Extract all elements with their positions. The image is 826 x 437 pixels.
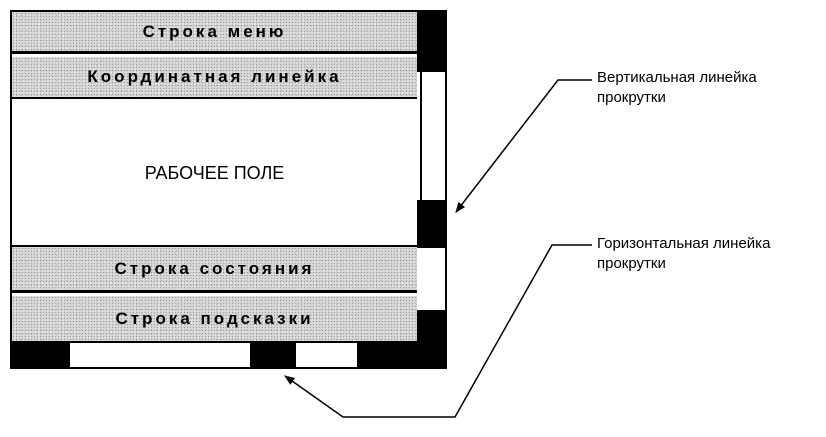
vertical-scroll-callout: Вертикальная линейка прокрутки: [597, 68, 757, 108]
vertical-scroll-arrow: [455, 79, 592, 213]
vertical-scroll-down-block[interactable]: [417, 310, 445, 341]
vertical-scroll-track-lower[interactable]: [420, 248, 442, 310]
vertical-scroll-up-block[interactable]: [417, 12, 445, 72]
coordinate-ruler: Координатная линейка: [12, 57, 417, 99]
workspace[interactable]: РАБОЧЕЕ ПОЛЕ: [12, 101, 417, 247]
window-frame: Строка меню Координатная линейка РАБОЧЕЕ…: [10, 10, 447, 369]
menu-bar-label: Строка меню: [142, 21, 287, 41]
workspace-label: РАБОЧЕЕ ПОЛЕ: [144, 162, 285, 183]
horizontal-scroll-thumb[interactable]: [250, 343, 296, 367]
horizontal-scroll-right-block[interactable]: [357, 343, 445, 367]
status-bar: Строка состояния: [12, 247, 417, 293]
vertical-scrollbar[interactable]: [417, 12, 445, 341]
horizontal-scroll-callout: Горизонтальная линейка прокрутки: [597, 234, 770, 274]
vertical-scroll-thumb[interactable]: [417, 200, 445, 248]
horizontal-scroll-callout-line2: прокрутки: [597, 255, 666, 272]
hint-bar-label: Строка подсказки: [115, 308, 314, 328]
status-bar-label: Строка состояния: [114, 258, 315, 278]
horizontal-scroll-callout-line1: Горизонтальная линейка: [597, 235, 771, 252]
vertical-scroll-track-upper[interactable]: [420, 72, 444, 200]
vertical-scroll-callout-line2: прокрутки: [597, 89, 666, 106]
horizontal-scroll-arrow: [284, 244, 592, 418]
horizontal-scrollbar[interactable]: [12, 341, 445, 367]
coordinate-ruler-label: Координатная линейка: [87, 67, 342, 86]
hint-bar: Строка подсказки: [12, 296, 417, 341]
horizontal-scroll-left-block[interactable]: [12, 343, 70, 367]
vertical-scroll-callout-line1: Вертикальная линейка: [597, 69, 757, 86]
menu-bar[interactable]: Строка меню: [12, 12, 417, 54]
